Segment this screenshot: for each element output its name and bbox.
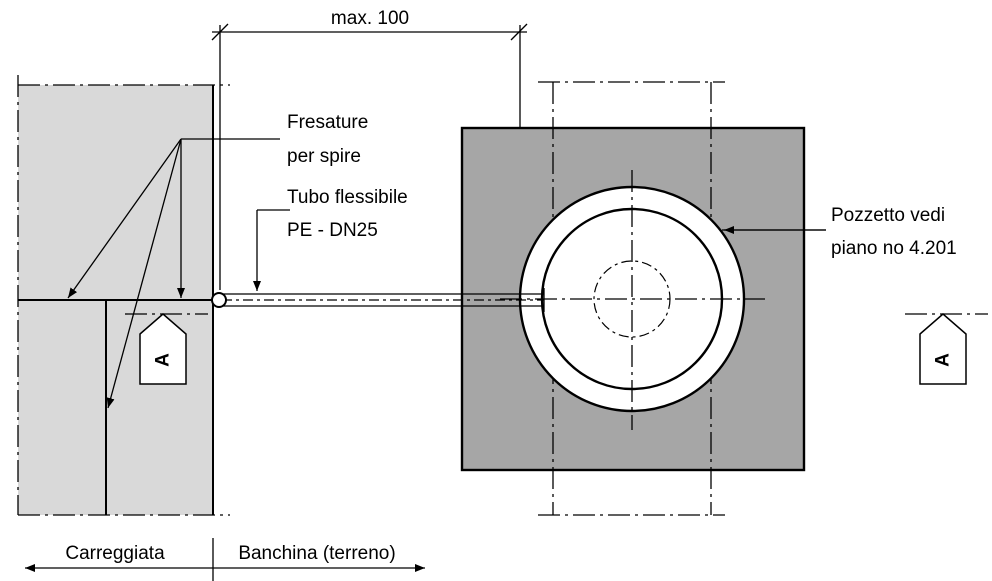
bottom-zone-dimension: Carreggiata Banchina (terreno) xyxy=(25,538,425,581)
manhole-label-line1: Pozzetto vedi xyxy=(831,205,945,226)
manhole-label-line2: piano no 4.201 xyxy=(831,238,957,259)
milling-label-line2: per spire xyxy=(287,146,361,167)
milling-label-line1: Fresature xyxy=(287,112,368,133)
hose-end-circle xyxy=(211,292,227,308)
dimension-max-100: max. 100 xyxy=(211,8,528,300)
manhole-block xyxy=(460,81,826,516)
hose-label-line1: Tubo flessibile xyxy=(287,187,408,208)
section-marker-right-letter: A xyxy=(933,353,954,367)
section-marker-left: A xyxy=(125,313,208,385)
section-marker-left-letter: A xyxy=(153,353,174,367)
labels: Fresature per spire Tubo flessibile PE -… xyxy=(287,112,957,259)
section-marker-right: A xyxy=(905,313,988,385)
hose-leader xyxy=(253,209,290,291)
milling-leaders xyxy=(67,138,280,409)
shoulder-label: Banchina (terreno) xyxy=(238,543,395,564)
carriageway-label: Carreggiata xyxy=(65,543,165,564)
flexible-hose xyxy=(211,288,545,312)
carriageway-area xyxy=(17,25,230,516)
dimension-label: max. 100 xyxy=(331,8,409,29)
hose-label-line2: PE - DN25 xyxy=(287,220,378,241)
